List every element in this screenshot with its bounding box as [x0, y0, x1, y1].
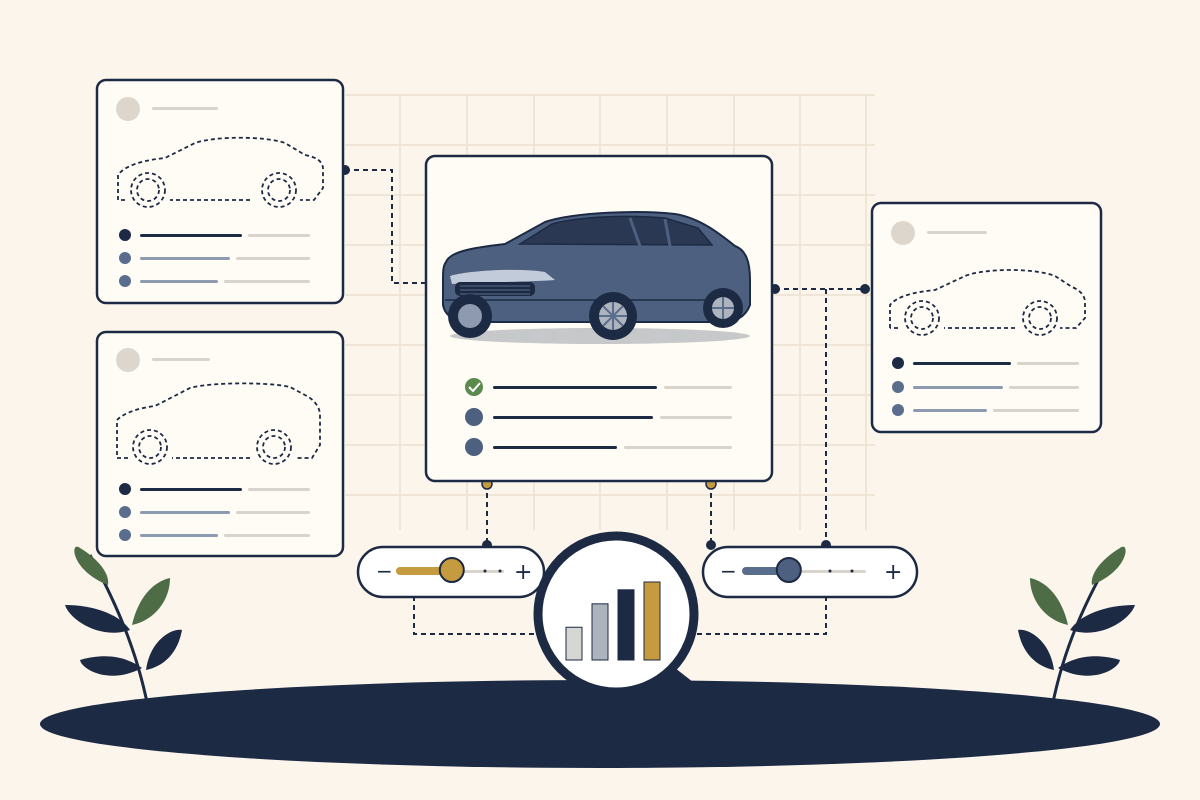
header-line	[152, 107, 218, 110]
bullet	[892, 404, 904, 416]
magnifier-bar-3	[643, 581, 661, 661]
card-right	[870, 201, 1103, 434]
slider-fill	[396, 567, 452, 575]
slider-minus-button[interactable]: −	[720, 559, 737, 583]
slider-plus-button[interactable]: +	[884, 560, 902, 585]
card-center	[424, 154, 774, 483]
connector-left-slider-to-magnifier	[413, 596, 540, 635]
slider-thumb[interactable]	[438, 557, 465, 583]
avatar	[891, 221, 915, 245]
card-rows	[465, 378, 732, 456]
suv-outline-icon	[116, 382, 321, 465]
sedan-outline-icon	[889, 269, 1086, 336]
check-icon	[465, 378, 483, 396]
connector-right-slider-to-magnifier	[694, 596, 827, 635]
bullet	[119, 252, 131, 264]
bullet	[465, 408, 483, 426]
magnifier-bar-2	[617, 589, 635, 661]
bullet	[119, 229, 131, 241]
card-rows	[119, 229, 310, 287]
ground-ellipse	[40, 680, 1160, 768]
slider-left[interactable]: − +	[356, 545, 546, 599]
card-left-top	[95, 78, 345, 305]
magnifier-bar-0	[565, 626, 583, 661]
connector-left-top-to-center	[345, 169, 440, 284]
card-rows	[892, 357, 1079, 416]
sedan-car-image	[442, 211, 751, 344]
slider-right[interactable]: − +	[701, 545, 919, 599]
bullet	[892, 357, 904, 369]
card-left-bottom	[95, 330, 345, 558]
plant-right	[1018, 546, 1135, 719]
slider-plus-button[interactable]: +	[514, 560, 532, 585]
sedan-outline-icon	[117, 136, 324, 208]
bullet	[119, 275, 131, 287]
header-line	[927, 231, 987, 234]
magnifier-icon	[533, 531, 756, 746]
avatar	[116, 348, 140, 372]
avatar	[116, 97, 140, 121]
bullet	[892, 381, 904, 393]
connectors	[345, 169, 865, 635]
magnifier-bar-1	[591, 603, 609, 661]
header-line	[152, 358, 210, 361]
bullet	[119, 506, 131, 518]
card-rows	[119, 483, 310, 541]
magnifier-bar-chart	[565, 581, 661, 661]
plant-left	[65, 546, 182, 719]
bullet	[119, 529, 131, 541]
slider-thumb[interactable]	[775, 557, 802, 583]
bullet	[119, 483, 131, 495]
slider-minus-button[interactable]: −	[376, 559, 393, 583]
bullet	[465, 438, 483, 456]
